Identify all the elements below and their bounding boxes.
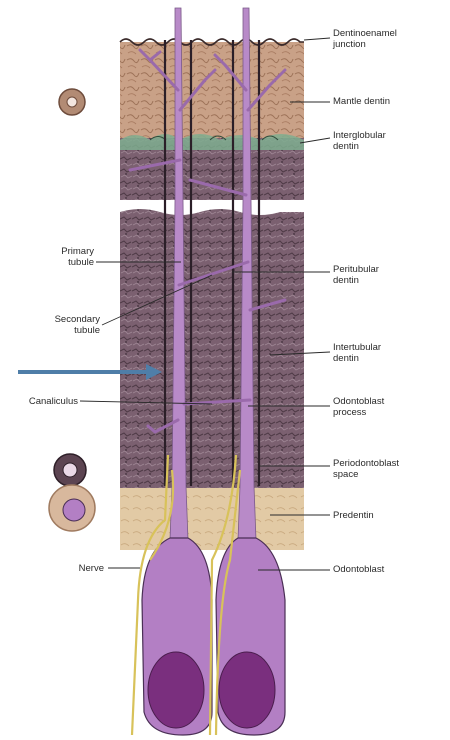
label-intertubular-dentin: Intertubular dentin	[333, 342, 381, 364]
odontoblast-cells	[142, 538, 285, 735]
label-odontoblast: Odontoblast	[333, 564, 384, 575]
label-odontoblast-process: Odontoblast process	[333, 396, 384, 418]
label-secondary-tubule: Secondary tubule	[26, 314, 100, 336]
intertubular-dentin-region	[120, 209, 304, 488]
nucleus	[148, 652, 204, 728]
label-interglobular-dentin: Interglobular dentin	[333, 130, 386, 152]
label-canaliculus: Canaliculus	[16, 396, 78, 407]
label-primary-tubule: Primary tubule	[38, 246, 94, 268]
label-mantle-dentin: Mantle dentin	[333, 96, 390, 107]
cross-section-icons	[49, 89, 95, 531]
label-periodontoblast-space: Periodontoblast space	[333, 458, 399, 480]
predentin-region	[120, 488, 304, 550]
label-predentin: Predentin	[333, 510, 374, 521]
label-dentinoenamel-junction: Dentinoenamel junction	[333, 28, 397, 50]
label-peritubular-dentin: Peritubular dentin	[333, 264, 379, 286]
label-nerve: Nerve	[56, 563, 104, 574]
mantle-dentin-region	[120, 39, 304, 138]
nucleus	[219, 652, 275, 728]
